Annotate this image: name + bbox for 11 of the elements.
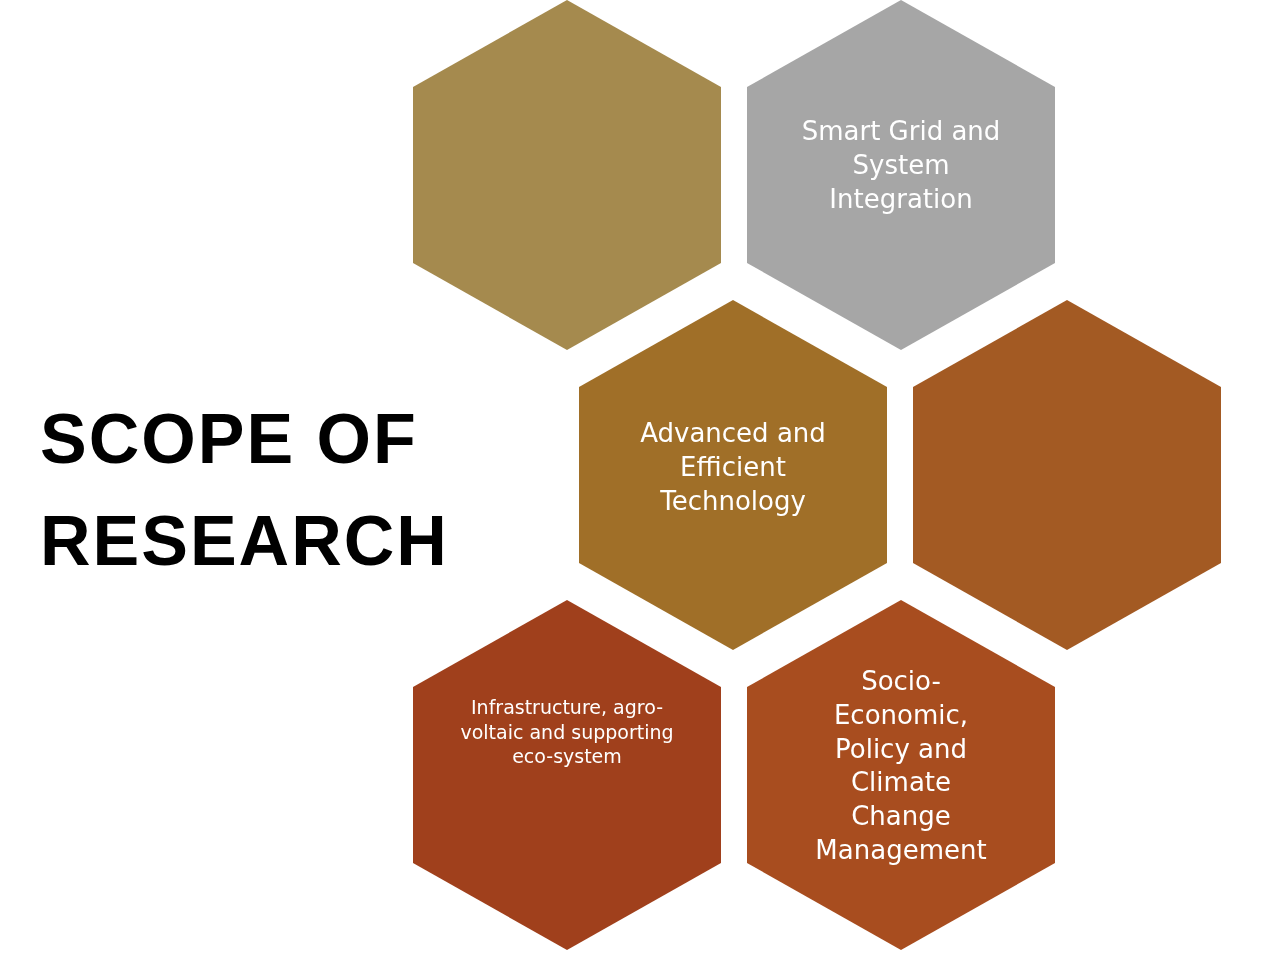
hexagon bbox=[913, 300, 1221, 650]
hexagon-label: Socio-Economic, Policy and Climate Change Management bbox=[814, 665, 988, 867]
title: SCOPE OF RESEARCH bbox=[40, 399, 450, 582]
hexagon bbox=[747, 600, 1055, 950]
hexagon-label: Infrastructure, agro-voltaic and supporting eco-system bbox=[459, 695, 675, 770]
hexagon-label: Advanced and Efficient Technology bbox=[639, 417, 827, 518]
hexagon bbox=[579, 300, 887, 650]
hexagon bbox=[413, 0, 721, 350]
hexagon bbox=[413, 600, 721, 950]
hexagon bbox=[747, 0, 1055, 350]
hexagon-label: Smart Grid and System Integration bbox=[801, 115, 1001, 216]
